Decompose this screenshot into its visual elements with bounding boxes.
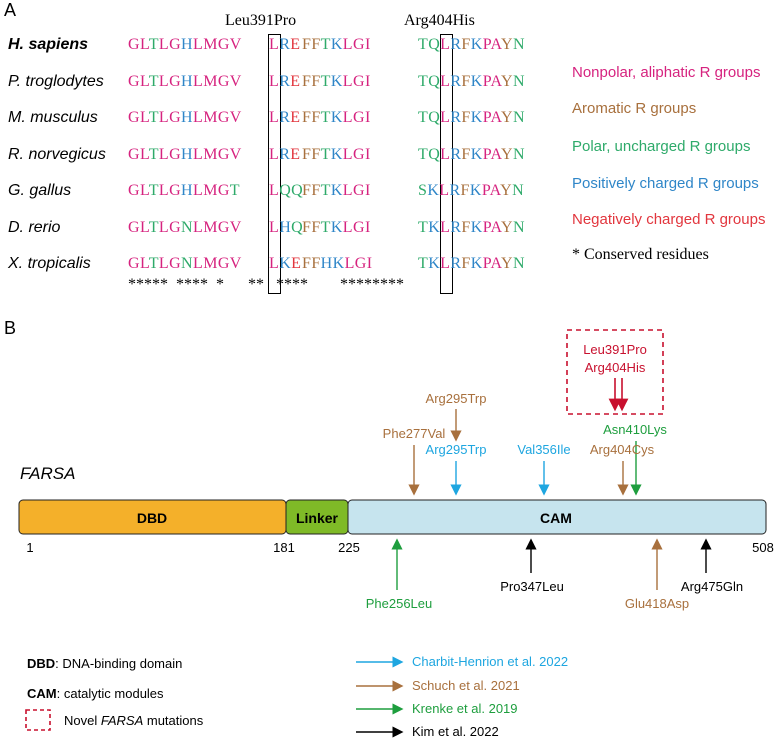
sequence-block1: GLTLGHLMGV (128, 36, 242, 53)
panel-b-label: B (4, 318, 17, 338)
novel-mutation-leu391pro: Leu391Pro (583, 342, 647, 357)
sequence-block4: TQLRFKPAYN (418, 36, 525, 53)
legend-item: Nonpolar, aliphatic R groups (572, 64, 761, 81)
source-kim: Kim et al. 2022 (412, 724, 499, 739)
sequence-block3: FFTKLGI (302, 36, 371, 53)
legend-item: Polar, uncharged R groups (572, 138, 751, 155)
legend-item: * Conserved residues (572, 246, 709, 263)
highlight-box-arg404 (440, 34, 453, 294)
position-225: 225 (338, 540, 360, 555)
sequence-block3: FFTKLGI (302, 72, 371, 90)
species-name: H. sapiens (8, 36, 89, 53)
sequence-block2: LQQ (269, 182, 304, 199)
legend-item: Positively charged R groups (572, 175, 759, 192)
conserved-residues-row: ***** **** * ** **** ******** (128, 276, 404, 293)
sequence-block1: GLTLGHLMGT (128, 182, 240, 199)
sequence-block4: TQLRFKPAYN (418, 145, 525, 163)
mutation-val356ile: Val356Ile (517, 442, 570, 457)
sequence-block1: GLTLGNLMGV (128, 218, 242, 236)
sequence-block4: TKLRFKPAYN (418, 218, 525, 236)
position-508: 508 (752, 540, 774, 555)
legend-item: Negatively charged R groups (572, 211, 766, 228)
sequence-block4: TQLRFKPAYN (418, 109, 525, 126)
mutation-title-leu391pro: Leu391Pro (225, 12, 297, 29)
sequence-block3: FFTKLGI (302, 182, 371, 199)
legend-cam-desc: : catalytic modules (56, 686, 164, 701)
mutation-title-arg404his: Arg404His (404, 12, 475, 29)
mutation-phe256leu: Phe256Leu (366, 596, 433, 611)
species-name: R. norvegicus (8, 145, 106, 163)
linker-label: Linker (296, 510, 339, 526)
species-name: G. gallus (8, 182, 72, 199)
cam-domain (347, 499, 767, 535)
sequence-block3: FFTKLGI (302, 145, 371, 163)
novel-mutation-arg404his: Arg404His (585, 360, 646, 375)
mutation-arg295trp-charbit: Arg295Trp (426, 442, 487, 457)
legend-dbd-desc: : DNA-binding domain (55, 656, 183, 671)
species-name: X. tropicalis (8, 255, 91, 272)
species-name: M. musculus (8, 109, 98, 126)
sequence-block4: TQLRFKPAYN (418, 72, 525, 90)
legend-dbd-abbr: DBD (27, 656, 56, 671)
sequence-block2: LHQ (269, 218, 304, 236)
highlight-box-leu391 (268, 34, 281, 294)
sequence-block3: FFTKLGI (302, 109, 371, 126)
sequence-block2: LRE (269, 72, 301, 90)
dbd-label: DBD (137, 510, 167, 526)
legend-cam-abbr: CAM (27, 686, 57, 701)
sequence-block2: LKE (269, 255, 302, 272)
mutation-phe277val: Phe277Val (383, 426, 446, 441)
sequence-block2: LRE (269, 145, 301, 163)
species-name: P. troglodytes (8, 72, 104, 90)
source-krenke: Krenke et al. 2019 (412, 701, 518, 716)
sequence-block1: GLTLGHLMGV (128, 109, 242, 126)
mutation-glu418asp: Glu418Asp (625, 596, 689, 611)
legend-novel-suffix: mutations (143, 713, 204, 728)
position-181: 181 (273, 540, 295, 555)
sequence-block4: TKLRFKPAYN (418, 255, 525, 272)
sequence-block3: FFTKLGI (302, 218, 371, 236)
legend-cam: CAM: catalytic modules (27, 686, 164, 701)
legend-novel: Novel FARSA mutations (64, 713, 203, 728)
mutation-arg404cys: Arg404Cys (590, 442, 655, 457)
sequence-block2: LRE (269, 109, 301, 126)
legend-dbd: DBD: DNA-binding domain (27, 656, 182, 671)
position-1: 1 (26, 540, 33, 555)
mutation-arg295trp-schuch: Arg295Trp (426, 391, 487, 406)
mutation-arg475gln: Arg475Gln (681, 579, 743, 594)
source-charbit-henrion: Charbit-Henrion et al. 2022 (412, 654, 569, 669)
sequence-block3: FFHKLGI (302, 255, 373, 272)
sequence-block4: SKLRFKPAYN (418, 182, 525, 199)
species-name: D. rerio (8, 218, 61, 236)
sequence-block1: GLTLGNLMGV (128, 255, 242, 272)
source-schuch: Schuch et al. 2021 (412, 678, 520, 693)
panel-a-label: A (4, 0, 17, 20)
sequence-block1: GLTLGHLMGV (128, 145, 242, 163)
novel-mutations-box (566, 329, 664, 415)
mutation-pro347leu: Pro347Leu (500, 579, 564, 594)
sequence-block1: GLTLGHLMGV (128, 72, 242, 90)
mutation-asn410lys: Asn410Lys (603, 422, 667, 437)
gene-name: FARSA (20, 464, 76, 483)
sequence-block2: LRE (269, 36, 301, 53)
novel-legend-swatch (25, 709, 51, 731)
cam-label: CAM (540, 510, 572, 526)
legend-novel-gene: FARSA (100, 713, 144, 728)
legend-novel-prefix: Novel (64, 713, 101, 728)
legend-item: Aromatic R groups (572, 100, 697, 117)
